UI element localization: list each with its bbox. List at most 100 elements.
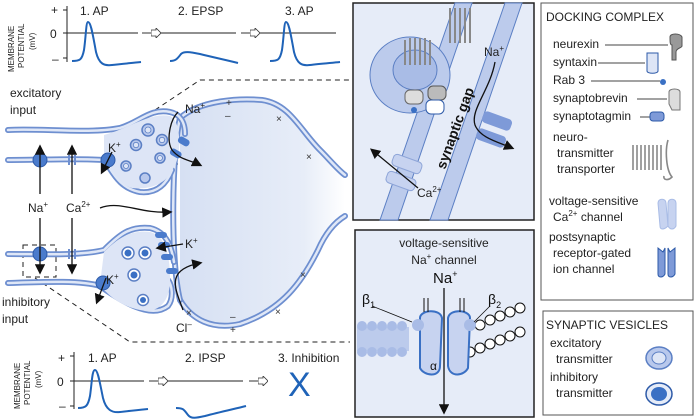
ca-channel-shape: [391, 153, 423, 175]
legend-item: inhibitory: [550, 370, 598, 384]
legend-item: voltage-sensitive: [549, 194, 639, 208]
rab3-icon: [660, 79, 666, 85]
lipid-bilayer-left: [357, 321, 409, 357]
na-label: Na+: [484, 44, 504, 59]
synaptobrevin-icon: [668, 88, 681, 111]
na-label: Na+: [185, 101, 205, 116]
channel-title: voltage-sensitive: [399, 236, 489, 250]
charge-plus: +: [226, 98, 232, 109]
legend-item: transmitter: [556, 386, 613, 400]
y-axis-label: POTENTIAL: [23, 360, 32, 405]
ipsp-trace: [175, 405, 247, 419]
tick-plus: +: [51, 3, 58, 17]
legend-item: neuro-: [553, 130, 588, 144]
docking-complex-legend: DOCKING COMPLEX neurexin syntaxin Rab 3 …: [540, 2, 694, 301]
charge-minus: –: [230, 312, 236, 323]
na-arrow: [473, 61, 515, 150]
legend-item: Ca2+ channel: [553, 209, 623, 224]
excitatory-input-label: input: [10, 103, 37, 117]
k-arrow: [94, 277, 107, 305]
ap-trace: [71, 20, 142, 67]
epsp-trace: [169, 51, 239, 64]
synaptotagmin-icon: [649, 111, 665, 122]
legend-item: postsynaptic: [549, 230, 616, 244]
k-arrow: [155, 241, 184, 252]
neurexin-shape: [427, 85, 447, 101]
alpha-label: α: [430, 359, 437, 373]
legend-item: transporter: [557, 162, 615, 176]
inhibition-x-icon: X: [288, 366, 311, 404]
tick-minus: –: [59, 399, 66, 413]
excitatory-input-label: excitatory: [10, 86, 61, 100]
membrane-inner: [6, 226, 176, 264]
step-label: 3. Inhibition: [278, 351, 339, 365]
postsynaptic-cell: [180, 99, 345, 326]
membrane-inner: [178, 98, 347, 177]
neuron-diagram: + – × × × × – + × excitatory input inhib…: [2, 79, 350, 343]
membrane-inner: [178, 214, 347, 327]
legend-item: ion channel: [553, 262, 614, 276]
na-flow-arrow: [168, 111, 203, 167]
charge-cross: ×: [276, 114, 282, 125]
membrane-inner: [6, 157, 174, 194]
beta1-label: β1: [362, 291, 375, 310]
legend-title: DOCKING COMPLEX: [546, 10, 664, 24]
step-label: 1. AP: [88, 351, 117, 365]
inhibitory-input-label: input: [2, 312, 29, 326]
legend-item: receptor-gated: [553, 246, 631, 260]
receptor-channel-shape: [481, 111, 513, 131]
leader-line: [371, 305, 413, 323]
charge-minus: –: [225, 111, 231, 122]
na-label: Na+: [28, 200, 48, 215]
ap-trace: [269, 20, 341, 67]
legend-item: synaptobrevin: [553, 91, 628, 105]
legend-item: syntaxin: [553, 55, 597, 69]
legend-item: synaptotagmin: [553, 109, 631, 123]
ap-trace: [77, 368, 149, 414]
ca-channel-icon: [657, 198, 677, 230]
charge-cross: ×: [300, 270, 306, 281]
legend-item: Rab 3: [553, 73, 585, 87]
legend-item: transmitter: [557, 146, 614, 160]
y-axis-label: MEMBRANE: [7, 26, 16, 72]
beta1-subunit: [412, 319, 424, 331]
tick-minus: –: [52, 52, 59, 66]
glycosylation-icon: [423, 298, 465, 312]
transporter-grey: [404, 8, 471, 65]
inhibitory-input-label: inhibitory: [2, 295, 50, 309]
ca-arrow: [369, 148, 419, 189]
cl-arrow: [174, 259, 203, 311]
step-label: 1. AP: [80, 4, 109, 18]
membrane-charges: + – × × × × – + ×: [186, 98, 312, 336]
synaptobrevin-shape: [404, 89, 424, 105]
legend-item: transmitter: [556, 352, 613, 366]
neurexin-icon: [669, 33, 683, 61]
y-axis-label: (mV): [28, 32, 37, 50]
ca-label: Ca2+: [66, 200, 91, 215]
k-arrow: [100, 151, 113, 175]
legend-title: SYNAPTIC VESICLES: [546, 318, 668, 332]
beta2-subunit: [464, 319, 476, 331]
legend-item: neurexin: [553, 37, 599, 51]
syntaxin-icon: [646, 52, 659, 74]
ca-flow-arrow: [99, 204, 173, 218]
y-axis-label: MEMBRANE: [13, 363, 22, 409]
step-label: 3. AP: [285, 4, 314, 18]
y-axis-label: (mV): [34, 370, 43, 388]
inhibitory-vesicles: [121, 246, 152, 307]
k-label: K+: [106, 272, 119, 287]
channel-inset: voltage-sensitive Na+ channel Na+ α β1 β…: [354, 229, 535, 418]
synapse-inset: synaptic gap Na+ Ca2+: [352, 2, 535, 221]
membrane-inner: [6, 110, 187, 136]
bottom-potential-panel: MEMBRANE POTENTIAL (mV) + 0 – 1. AP 2. I…: [13, 351, 339, 419]
zoom-guide: [34, 277, 350, 343]
charge-cross: ×: [275, 307, 281, 318]
alpha-subunit-left: [419, 310, 444, 376]
transporter-icon: [632, 139, 674, 181]
top-potential-panel: MEMBRANE POTENTIAL (mV) + 0 – 1. AP 2. E…: [7, 3, 341, 72]
rab3-shape: [411, 107, 417, 113]
zoom-region-box: [22, 244, 57, 278]
legend-item: excitatory: [550, 336, 601, 350]
k-label: K+: [185, 236, 198, 251]
y-axis-label: POTENTIAL: [17, 23, 26, 68]
